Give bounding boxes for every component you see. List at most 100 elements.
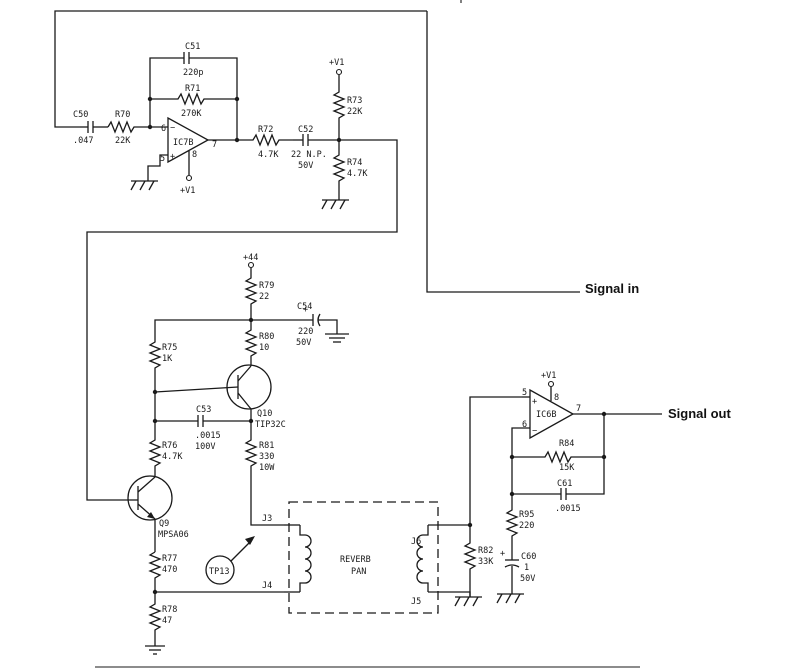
ic6b-pin7: 7 [576, 404, 581, 414]
resistor-r79 [244, 261, 258, 323]
ic6b-minus: − [532, 426, 537, 436]
q10-ref: Q10 [257, 409, 272, 419]
r74-value: 4.7K [347, 169, 368, 179]
j5-label: J5 [411, 597, 421, 607]
r75-value: 1K [162, 354, 173, 364]
ic7b-plus: + [170, 152, 175, 162]
resistor-r76 [148, 392, 162, 477]
resistor-r80 [244, 320, 258, 366]
ic7b-pin8: 8 [192, 150, 197, 160]
ic6b-rail: +V1 [541, 371, 556, 381]
c53-value: .0015 [195, 431, 221, 441]
resistor-r78 [145, 591, 284, 655]
r74-ref: R74 [347, 158, 362, 168]
c60-ref: C60 [521, 552, 536, 562]
capacitor-c52 [293, 134, 339, 146]
capacitor-c53 [152, 415, 251, 427]
r73-rail: +V1 [329, 58, 344, 68]
ic6b-pin5: 5 [522, 388, 527, 398]
c52-ref: C52 [298, 125, 313, 135]
resistor-r95 [505, 494, 519, 560]
r84-ref: R84 [559, 439, 574, 449]
opamp-ic7b [130, 116, 240, 191]
capacitor-c50 [80, 121, 108, 133]
r71-ref: R71 [185, 84, 200, 94]
capacitor-c54 [251, 313, 349, 343]
test-point-tp13 [205, 536, 255, 585]
feedback-loop-wire [54, 10, 580, 293]
r77-value: 470 [162, 565, 177, 575]
j6-label: J6 [411, 537, 421, 547]
c52-value: 22 N.P. [291, 150, 327, 160]
ic6b-ref: IC6B [536, 410, 556, 420]
c53-voltage: 100V [195, 442, 215, 452]
ic7b-minus: − [170, 123, 175, 133]
r73-value: 22K [347, 107, 363, 117]
r80-ref: R80 [259, 332, 274, 342]
capacitor-c60 [496, 559, 524, 604]
r81-ref: R81 [259, 441, 274, 451]
c51-value: 220p [183, 68, 203, 78]
resistor-r72 [237, 133, 293, 147]
ic6b-plus: + [532, 397, 537, 407]
c50-value: .047 [73, 136, 93, 146]
r95-ref: R95 [519, 510, 534, 520]
r71-value: 270K [181, 109, 202, 119]
c53-ref: C53 [196, 405, 211, 415]
transistor-q9 [127, 475, 173, 552]
c60-value: 1 [524, 563, 529, 573]
r75-ref: R75 [162, 343, 177, 353]
r76-ref: R76 [162, 441, 177, 451]
ic7b-pin6: 6 [161, 124, 166, 134]
c52-voltage: 50V [298, 161, 313, 171]
ic7b-ref: IC7B [173, 138, 193, 148]
r70-ref: R70 [115, 110, 130, 120]
ic7b-rail: +V1 [180, 186, 195, 196]
r72-ref: R72 [258, 125, 273, 135]
r95-value: 220 [519, 521, 534, 531]
r82-ref: R82 [478, 546, 493, 556]
c60-voltage: 50V [520, 574, 535, 584]
r72-value: 4.7K [258, 150, 279, 160]
c54-plus: + [303, 305, 308, 315]
ic7b-pin5: 5 [160, 154, 165, 164]
q9-part: MPSA06 [158, 530, 189, 540]
r79-ref: R79 [259, 281, 274, 291]
c54-ref: C54 [297, 302, 312, 312]
ic6b-pin6: 6 [522, 420, 527, 430]
c54-value: 220 [298, 327, 313, 337]
r79-value: 22 [259, 292, 269, 302]
signal-out-label: Signal out [668, 406, 732, 421]
driver-rail: +44 [243, 253, 258, 263]
q9-ref: Q9 [159, 519, 169, 529]
j4-label: J4 [262, 581, 272, 591]
q10-part: TIP32C [255, 420, 286, 430]
transistor-q10 [154, 364, 272, 424]
r78-value: 47 [162, 616, 172, 626]
pan-label: PAN [351, 567, 366, 577]
c54-voltage: 50V [296, 338, 311, 348]
r81-power: 10W [259, 463, 275, 473]
c60-plus: + [500, 549, 505, 559]
c61-value: .0015 [555, 504, 581, 514]
r78-ref: R78 [162, 605, 177, 615]
ic6b-pin8: 8 [554, 393, 559, 403]
opamp-ic6b [511, 380, 662, 457]
reverb-label: REVERB [340, 555, 371, 565]
j3-label: J3 [262, 514, 272, 524]
r80-value: 10 [259, 343, 269, 353]
divider-r73-r74 [86, 68, 398, 501]
r73-ref: R73 [347, 96, 362, 106]
r84-value: 15K [559, 463, 575, 473]
r82-value: 33K [478, 557, 494, 567]
r81-value: 330 [259, 452, 274, 462]
r70-value: 22K [115, 136, 131, 146]
reverb-pan-tank [284, 501, 471, 614]
signal-in-label: Signal in [585, 281, 639, 296]
resistor-r81 [244, 421, 284, 526]
resistor-r70 [107, 120, 150, 134]
c50-ref: C50 [73, 110, 88, 120]
c51-ref: C51 [185, 42, 200, 52]
r77-ref: R77 [162, 554, 177, 564]
